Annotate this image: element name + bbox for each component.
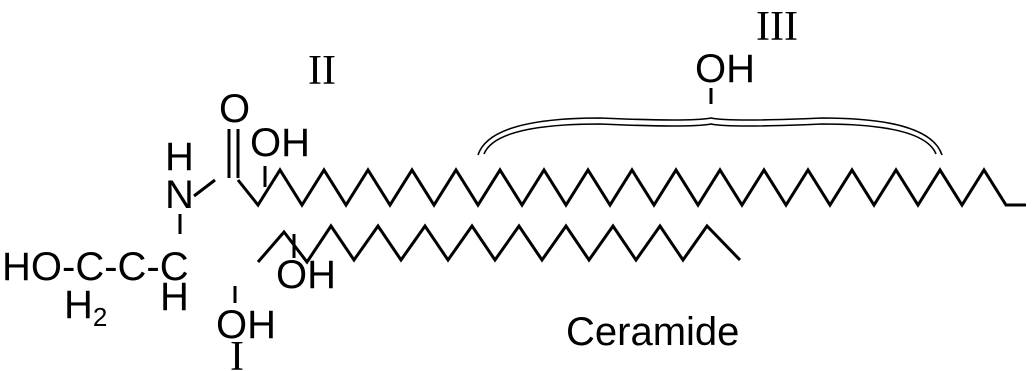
- amide-nitrogen-label: N: [165, 173, 194, 217]
- amide-hydrogen-label: H: [165, 135, 194, 179]
- c3-hydroxyl-label: OH: [216, 303, 276, 347]
- c2-hydrogen-label: H: [160, 275, 189, 319]
- fatty-acid-chain: [236, 167, 1026, 208]
- carbonyl-oxygen-label: O: [219, 87, 250, 131]
- ceramide-caption: Ceramide: [566, 310, 739, 354]
- omega-hydroxyl-label: OH: [695, 47, 755, 91]
- n-to-carbonyl-bond: [193, 178, 216, 198]
- c1-hydrogens-label: H2: [64, 283, 107, 332]
- alpha-hydroxyl-label: OH: [250, 121, 310, 165]
- sphingoid-backbone-label: HO-C-C-C: [2, 245, 189, 289]
- label-region-3: III: [756, 4, 798, 50]
- sphingoid-chain: [256, 223, 742, 265]
- label-region-2: II: [308, 48, 336, 94]
- chain-brace-inner: [483, 123, 937, 155]
- label-region-1: I: [230, 334, 244, 371]
- chain-brace-outer: [477, 117, 943, 156]
